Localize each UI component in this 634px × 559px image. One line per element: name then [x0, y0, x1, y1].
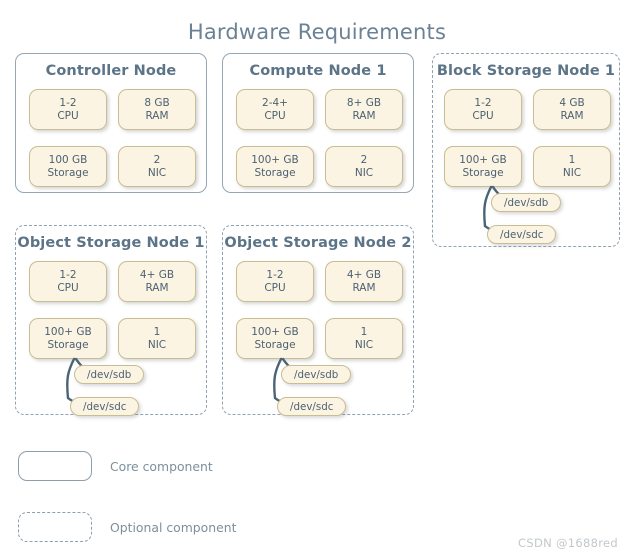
spec-box-cpu[interactable]: 2-4+ CPU — [236, 89, 314, 130]
spec-amount: 4+ GB — [139, 269, 175, 282]
spec-amount: 8+ GB — [346, 97, 382, 110]
spec-amount: 100+ GB — [251, 154, 299, 167]
spec-box-storage[interactable]: 100+ GB Storage — [236, 318, 314, 359]
spec-unit: Storage — [47, 166, 89, 179]
spec-amount: 100+ GB — [459, 154, 507, 167]
node-panel-object-storage-node-2[interactable]: Object Storage Node 2 1-2 CPU 4+ GB RAM … — [222, 225, 414, 416]
spec-amount: 4+ GB — [346, 269, 382, 282]
spec-unit: Storage — [254, 338, 296, 351]
spec-amount: 1 — [153, 326, 161, 339]
legend-swatch-core — [18, 451, 92, 481]
legend-row-core: Core component — [18, 451, 213, 481]
spec-unit: NIC — [354, 166, 374, 179]
spec-amount: 1-2 — [59, 97, 77, 110]
node-title: Object Storage Node 2 — [224, 235, 412, 251]
spec-box-cpu[interactable]: 1-2 CPU — [29, 261, 107, 302]
spec-box-storage[interactable]: 100+ GB Storage — [236, 146, 314, 187]
node-panel-compute-node-1[interactable]: Compute Node 1 2-4+ CPU 8+ GB RAM 100+ G… — [222, 53, 414, 193]
spec-amount: 2 — [153, 154, 161, 167]
spec-box-storage[interactable]: 100+ GB Storage — [444, 146, 522, 187]
node-title: Block Storage Node 1 — [436, 63, 616, 79]
spec-unit: CPU — [57, 281, 79, 294]
node-panel-object-storage-node-1[interactable]: Object Storage Node 1 1-2 CPU 4+ GB RAM … — [15, 225, 207, 416]
spec-box-nic[interactable]: 2 NIC — [118, 146, 196, 187]
spec-box-ram[interactable]: 4 GB RAM — [533, 89, 611, 130]
spec-box-nic[interactable]: 1 NIC — [533, 146, 611, 187]
spec-amount: 1-2 — [474, 97, 492, 110]
spec-amount: 1 — [360, 326, 368, 339]
spec-amount: 100+ GB — [44, 326, 92, 339]
spec-unit: CPU — [472, 109, 494, 122]
spec-unit: Storage — [47, 338, 89, 351]
spec-amount: 100+ GB — [251, 326, 299, 339]
spec-unit: NIC — [354, 338, 374, 351]
spec-unit: CPU — [57, 109, 79, 122]
node-title: Controller Node — [45, 63, 177, 79]
legend-row-optional: Optional component — [18, 512, 236, 542]
spec-amount: 4 GB — [559, 97, 585, 110]
spec-box-nic[interactable]: 1 NIC — [325, 318, 403, 359]
page-title: Hardware Requirements — [187, 20, 447, 44]
spec-unit: NIC — [147, 166, 167, 179]
legend-label-core: Core component — [110, 458, 213, 474]
spec-box-storage[interactable]: 100 GB Storage — [29, 146, 107, 187]
spec-unit: RAM — [145, 109, 169, 122]
spec-unit: CPU — [264, 109, 286, 122]
spec-amount: 100 GB — [48, 154, 88, 167]
spec-amount: 1-2 — [266, 269, 284, 282]
spec-box-cpu[interactable]: 1-2 CPU — [29, 89, 107, 130]
spec-unit: RAM — [352, 109, 376, 122]
spec-box-ram[interactable]: 8+ GB RAM — [325, 89, 403, 130]
device-pill-sdb[interactable]: /dev/sdb — [74, 365, 145, 384]
spec-unit: Storage — [462, 166, 504, 179]
device-pill-sdc[interactable]: /dev/sdc — [487, 225, 557, 244]
spec-box-cpu[interactable]: 1-2 CPU — [444, 89, 522, 130]
watermark: CSDN @1688red — [518, 536, 618, 550]
spec-unit: NIC — [562, 166, 582, 179]
spec-unit: CPU — [264, 281, 286, 294]
spec-unit: RAM — [145, 281, 169, 294]
device-pill-sdc[interactable]: /dev/sdc — [277, 397, 347, 416]
spec-unit: RAM — [560, 109, 584, 122]
legend-swatch-optional — [18, 512, 92, 542]
spec-amount: 2-4+ — [262, 97, 288, 110]
device-pill-sdb[interactable]: /dev/sdb — [281, 365, 352, 384]
spec-unit: Storage — [254, 166, 296, 179]
node-panel-block-storage-node-1[interactable]: Block Storage Node 1 1-2 CPU 4 GB RAM 10… — [432, 53, 620, 247]
spec-box-nic[interactable]: 2 NIC — [325, 146, 403, 187]
spec-box-cpu[interactable]: 1-2 CPU — [236, 261, 314, 302]
spec-box-ram[interactable]: 4+ GB RAM — [325, 261, 403, 302]
spec-box-ram[interactable]: 8 GB RAM — [118, 89, 196, 130]
spec-amount: 1-2 — [59, 269, 77, 282]
spec-unit: NIC — [147, 338, 167, 351]
device-pill-sdb[interactable]: /dev/sdb — [491, 193, 562, 212]
spec-unit: RAM — [352, 281, 376, 294]
spec-box-ram[interactable]: 4+ GB RAM — [118, 261, 196, 302]
node-title: Compute Node 1 — [249, 63, 387, 79]
node-panel-controller-node[interactable]: Controller Node 1-2 CPU 8 GB RAM 100 GB … — [15, 53, 207, 193]
node-title: Object Storage Node 1 — [17, 235, 205, 251]
spec-amount: 1 — [568, 154, 576, 167]
spec-amount: 8 GB — [144, 97, 170, 110]
spec-box-nic[interactable]: 1 NIC — [118, 318, 196, 359]
device-pill-sdc[interactable]: /dev/sdc — [70, 397, 140, 416]
spec-box-storage[interactable]: 100+ GB Storage — [29, 318, 107, 359]
legend-label-optional: Optional component — [110, 519, 237, 535]
spec-amount: 2 — [360, 154, 368, 167]
